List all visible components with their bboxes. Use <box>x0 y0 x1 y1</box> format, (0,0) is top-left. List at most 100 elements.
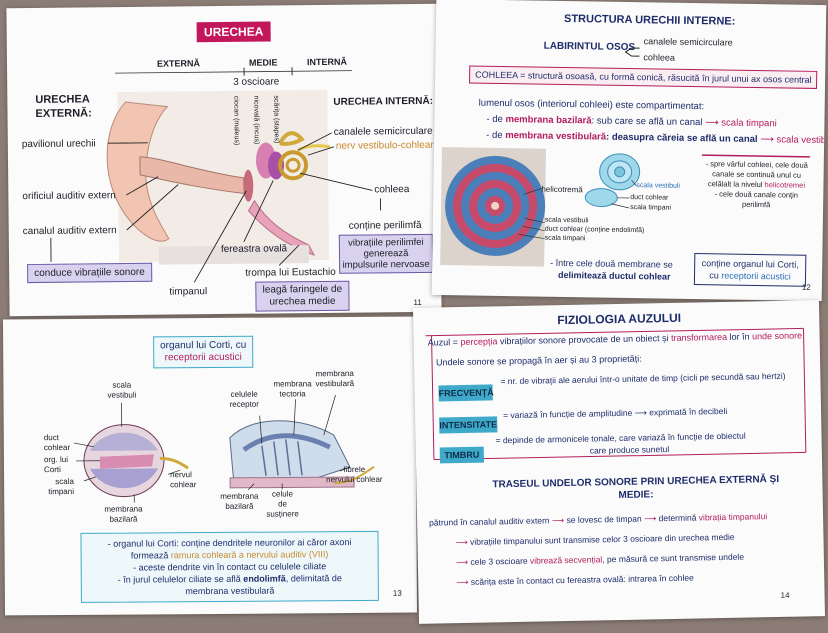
note-line: - organul lui Corti: conține dendritele … <box>107 537 352 549</box>
page-number: 14 <box>780 590 790 600</box>
leaga-line-1: leagă faringele de <box>262 283 343 296</box>
intre-text: - între cele două membrane se delimiteaz… <box>550 257 673 283</box>
page-number: 12 <box>801 282 811 292</box>
external-ear-title: URECHEA <box>35 93 90 106</box>
label-duct-cohlear: duct cohlear <box>43 433 71 453</box>
label-sv: scala vestibuli <box>544 216 589 225</box>
arrow-icon: ⟶ <box>551 515 565 526</box>
intensitate-a: = variază în funcție de amplitudine <box>502 407 633 421</box>
label-contine: conține perilimfă <box>348 219 422 232</box>
page-title: URECHEA <box>196 21 271 43</box>
label-cohleea: cohleea <box>374 184 410 196</box>
label-st-small: scala timpani <box>630 204 672 212</box>
vib-line-1: vibrațiile perilimfei <box>348 236 424 249</box>
note-text: formează <box>130 550 171 561</box>
step-highlight: vibrația timpanului <box>698 511 768 523</box>
label-dc-small: duct cohlear <box>630 194 669 202</box>
auzul-text: lor în <box>726 331 753 342</box>
cochlea-illustration <box>440 147 641 267</box>
organ-line-2: cu receptorii acustici <box>695 269 805 283</box>
ossicle-name: ciocan (maleus) <box>232 95 240 146</box>
page-11: URECHEA EXTERNĂ MEDIE INTERNĂ 3 oscioare… <box>6 3 442 317</box>
step-text: scărița este în contact cu fereastra ova… <box>470 572 694 587</box>
badge-timbru: TIMBRU <box>439 446 484 464</box>
label-nervul-cohlear: nervul cohlear <box>170 470 197 490</box>
auzul-text: Auzul = <box>427 337 461 348</box>
box-conduce: conduce vibrațiile sonore <box>27 262 152 284</box>
badge-frecventa: FRECVENȚĂ <box>438 384 494 402</box>
vib-line-2: generează <box>363 248 409 260</box>
note-ramura: ramura cohleară a nervului auditiv (VIII… <box>170 549 329 561</box>
arrow-icon: ⟶ <box>456 576 469 588</box>
step-text: vibrațiile timpanului sunt transmise cel… <box>469 531 735 547</box>
ossicle-name: nicovală (incus) <box>252 95 260 145</box>
page-14: FIZIOLOGIA AUZULUI Auzul = percepția vib… <box>413 300 825 624</box>
intensitate-def: = variază în funcție de amplitudine ⟶ ex… <box>503 406 727 421</box>
step-text: cele 3 oscioare <box>470 555 531 567</box>
step-text: pătrund în canalul auditiv extern <box>429 515 550 528</box>
page-13: organul lui Corti, cu receptorii acustic… <box>2 316 418 616</box>
note-text: , delimitată de <box>285 573 342 584</box>
step-3: ⟶ cele 3 oscioare vibrează secvențial, p… <box>456 552 744 569</box>
label-membrana-bazilara-2: membrana bazilară <box>220 491 259 511</box>
label-scala-timpani: scala timpani <box>48 476 75 497</box>
ossicle-name: scărița (stapes) <box>272 95 280 144</box>
timbru-def: = depinde de armonicele tonale, care var… <box>495 430 746 459</box>
right-note-line: perilimfă <box>741 199 771 210</box>
undele-text: Undele sonore se propagă în aer și au 3 … <box>435 353 642 368</box>
label-interna: INTERNĂ <box>306 56 348 68</box>
label-scala-vestibuli: scala vestibuli <box>107 380 137 400</box>
label-st: scala timpani <box>544 234 586 243</box>
page-title: FIZIOLOGIA AUZULUI <box>557 310 682 328</box>
label-fereastra: fereastra ovală <box>220 243 288 256</box>
page-number: 13 <box>392 588 402 598</box>
vib-line-3: impulsurile nervoase <box>342 258 430 271</box>
organ-receptori: receptorii acustici <box>721 270 791 282</box>
step-1: pătrund în canalul auditiv extern ⟶ se l… <box>429 511 767 528</box>
right-note-helicotrema: helicotremei <box>764 180 806 190</box>
right-note-text: celălalt la nivelul <box>707 179 765 190</box>
box-organ-corti: conține organul lui Corti, cu receptorii… <box>693 253 807 287</box>
label-membrana-tectoria: membrana tectoria <box>273 379 312 399</box>
label-canal-ext: canalul auditiv extern <box>22 225 117 238</box>
step-text: , pe măsură ce sunt transmise undele <box>602 551 745 565</box>
auzul-definition: Auzul = percepția vibrațiilor sonore pro… <box>428 330 803 347</box>
note-line: - în jurul celulelor ciliate se află end… <box>84 572 376 586</box>
frecventa-def: = nr. de vibrații ale aerului într-o uni… <box>500 370 786 387</box>
auzul-transformarea: transformarea <box>670 331 728 343</box>
label-helicotrema: helicotremă <box>541 184 583 195</box>
label-membrana-bazilara: membrana bazilară <box>104 504 143 524</box>
step-text: determină <box>658 512 699 524</box>
auzul-unde: unde sonore <box>751 330 803 342</box>
internal-ear-title: URECHEA INTERNĂ: <box>333 95 434 108</box>
badge-intensitate: INTENSITATE <box>439 416 498 434</box>
right-note: - spre vârful cohleei, cele două canale … <box>701 159 812 211</box>
label-org-corti: org. lui Corti <box>43 454 68 475</box>
arrow-icon: ⟶ <box>455 556 469 568</box>
note-endolimfa: endolimfă <box>243 573 286 584</box>
label-nerv: nerv vestibulo-cohlear <box>335 139 434 152</box>
auzul-perceptia: percepția <box>460 336 498 348</box>
corti-illustrations <box>73 395 375 503</box>
label-pavilion: pavilionul urechii <box>21 138 96 151</box>
arrow-icon: ⟶ <box>455 536 468 548</box>
external-ear-title: EXTERNĂ: <box>35 107 92 120</box>
step-highlight: vibrează secvențial <box>529 554 603 566</box>
label-sv-small: scala vestibuli <box>636 182 681 190</box>
organ-cu: cu <box>709 270 722 281</box>
label-celule-receptor: celulele receptor <box>229 389 259 409</box>
label-canalele: canalele semicirculare <box>333 125 433 138</box>
arrow-icon: ⟶ <box>643 513 657 524</box>
box-corti-notes: - organul lui Corti: conține dendritele … <box>80 530 379 603</box>
intre-line-2: delimitează ductul cohlear <box>557 269 671 282</box>
ossicles-label: 3 oscioare <box>233 76 280 88</box>
label-celule-sustinere: celule de susținere <box>266 489 299 519</box>
label-orificiu: orificiul auditiv extern <box>22 190 116 203</box>
page-number: 11 <box>413 297 422 308</box>
box-vibratii: vibrațiile perilimfei generează impulsur… <box>338 233 434 274</box>
step-text: se lovesc de timpan <box>566 513 642 526</box>
note-text: - în jurul celulelor ciliate se află <box>117 573 244 585</box>
auzul-text: vibrațiilor sonore provocate de un obiec… <box>497 332 672 347</box>
label-timpanul: timpanul <box>169 286 208 298</box>
label-fibrele: fibrele nervului cohlear <box>326 464 383 485</box>
